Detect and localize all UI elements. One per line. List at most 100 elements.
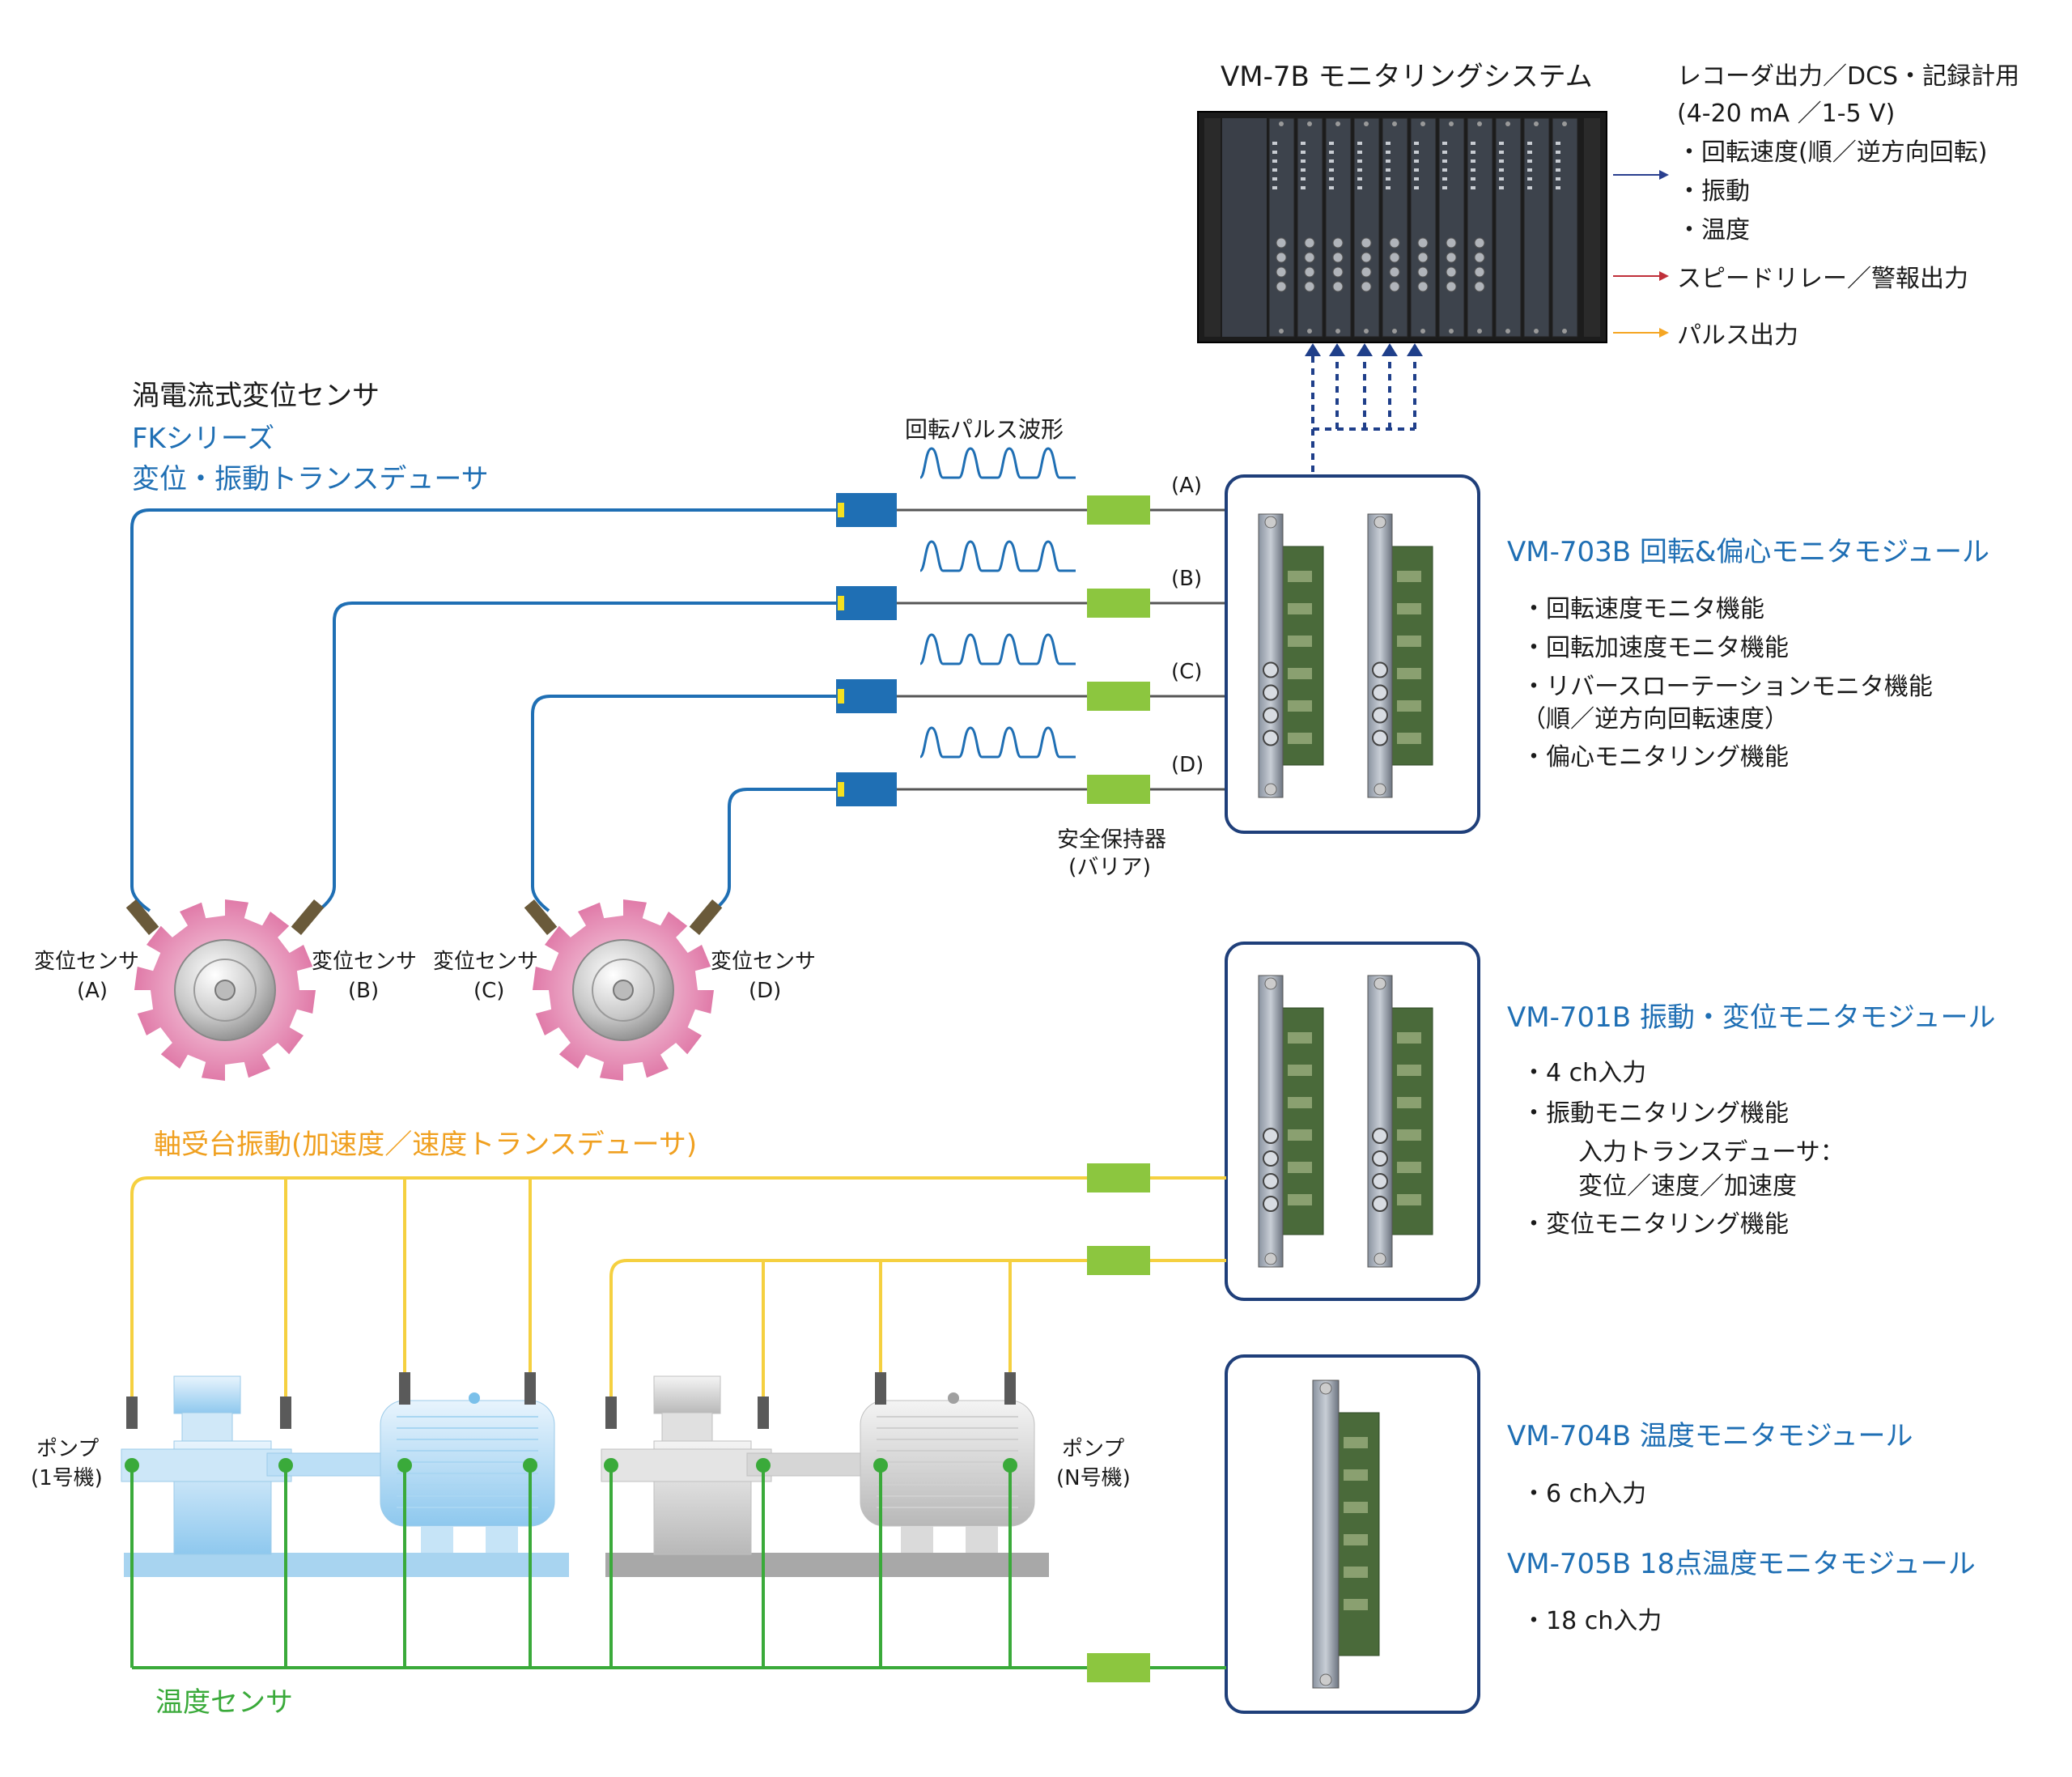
barrier-box (1087, 495, 1150, 525)
output-item-vibration: ・振動 (1677, 177, 1750, 206)
rack-slot (1410, 117, 1437, 338)
vm701b-feature-3: 入力トランスデューサ： (1578, 1138, 1845, 1167)
transducer-indicator (838, 782, 844, 797)
pump-1 (121, 1375, 569, 1577)
gear (524, 899, 723, 1081)
module-card (1367, 975, 1433, 1268)
vm704b-title: VM-704B 温度モニタモジュール (1507, 1420, 1913, 1452)
rack-signal-arrowheads (1305, 343, 1423, 356)
pump-1-number: (1号機) (31, 1466, 103, 1490)
rack-slot (1325, 117, 1352, 338)
rack-slot (1382, 117, 1408, 338)
pump-n-number: (N号機) (1056, 1466, 1131, 1490)
transducer-indicator (838, 503, 844, 517)
pump-1-motor-ribs (397, 1416, 538, 1508)
disp-sensor-c-id: (C) (473, 979, 504, 1003)
rack-slot (1268, 117, 1295, 338)
pulse-waveform (919, 726, 1076, 759)
vm701b-feature-5: ・変位モニタリング機能 (1522, 1210, 1789, 1239)
outputs-header-1: レコーダ出力／DCS・記録計用 (1677, 62, 2019, 91)
transducer-indicator (838, 689, 844, 704)
temperature-sensor-dots (125, 1458, 1017, 1473)
barrier-box (1087, 775, 1150, 804)
outputs-header-2: (4-20 mA ／1-5 V) (1677, 100, 1895, 128)
channel-label: (C) (1171, 660, 1202, 684)
gear (125, 899, 325, 1081)
rotor-ring (193, 959, 257, 1022)
channel-rows: (A) (B) (C) (D) (836, 447, 1226, 806)
displacement-probe (524, 899, 558, 935)
output-arrow-pulse (1613, 328, 1669, 338)
pump-n-name: ポンプ (1062, 1437, 1124, 1461)
displacement-probe (689, 899, 723, 935)
transducer-box (836, 772, 897, 806)
transducer-box (836, 679, 897, 713)
pulse-waveform-label: 回転パルス波形 (905, 416, 1064, 443)
vm7b-rack (1197, 111, 1607, 343)
transducer-indicator (838, 596, 844, 610)
vm703b-title: VM-703B 回転&偏心モニタモジュール (1507, 536, 1989, 568)
channel-row: (C) (836, 633, 1226, 713)
temperature-cables (130, 1465, 1226, 1669)
disp-sensor-c-name: 変位センサ (433, 950, 538, 974)
output-item-rotation: ・回転速度(順／逆方向回転) (1677, 138, 1987, 167)
vm703b-cards (1258, 513, 1433, 798)
vm701b-feature-4: 変位／速度／加速度 (1578, 1172, 1797, 1201)
vm703b-feature-5: ・偏心モニタリング機能 (1522, 743, 1789, 772)
module-box-vm704b (1225, 1354, 1480, 1714)
transducer-box (836, 586, 897, 620)
rack-slots (1268, 117, 1578, 338)
channel-label: (B) (1171, 567, 1202, 591)
rack-slot (1495, 117, 1522, 338)
vm701b-feature-1: ・4 ch入力 (1522, 1059, 1646, 1087)
disp-sensor-b-name: 変位センサ (312, 950, 417, 974)
channel-row: (D) (836, 726, 1226, 806)
displacement-probe (125, 899, 159, 935)
vm704b-feature-1: ・6 ch入力 (1522, 1480, 1646, 1508)
vm703b-feature-4: （順／逆方向回転速度） (1522, 705, 1789, 733)
rack-slot (1297, 117, 1323, 338)
barrier-label: 安全保持器 (1057, 827, 1166, 852)
vibration-barrier-2 (1087, 1246, 1150, 1275)
temperature-barrier (1087, 1653, 1150, 1682)
barrier-box (1087, 682, 1150, 711)
pulse-output-label: パルス出力 (1677, 321, 1798, 350)
transducer-box (836, 493, 897, 527)
rack-power-panel (1222, 118, 1267, 337)
module-card (1312, 1380, 1380, 1689)
channel-label: (A) (1171, 474, 1202, 498)
module-box-vm701b (1225, 942, 1480, 1301)
disp-sensor-a-name: 変位センサ (34, 950, 139, 974)
vibration-barrier-1 (1087, 1163, 1150, 1192)
barrier-box (1087, 589, 1150, 618)
vibration-cables (130, 1176, 1226, 1397)
rack-slot (1552, 117, 1578, 338)
module-card (1258, 513, 1324, 798)
rotor-ring (592, 959, 655, 1022)
rotor-hub (613, 980, 634, 1001)
channel-label: (D) (1171, 753, 1204, 777)
rack-signal-lines (1311, 355, 1416, 472)
module-box-vm703b (1225, 474, 1480, 834)
vm705b-feature-1: ・18 ch入力 (1522, 1607, 1662, 1635)
pulse-waveform (919, 540, 1076, 572)
output-arrow-analog (1613, 170, 1669, 180)
eddy-sensor-label: 渦電流式変位センサ (132, 380, 380, 412)
pump-1-name: ポンプ (36, 1437, 99, 1461)
rack-slot (1467, 117, 1493, 338)
transducer-label: 変位・振動トランスデューサ (132, 463, 489, 495)
vm701b-cards (1258, 975, 1433, 1268)
temperature-sensor-label: 温度センサ (155, 1686, 293, 1719)
module-card (1367, 513, 1433, 798)
vm703b-feature-1: ・回転速度モニタ機能 (1522, 595, 1764, 623)
disp-sensor-b-id: (B) (348, 979, 379, 1003)
module-card (1258, 975, 1324, 1268)
disp-sensor-d-name: 変位センサ (711, 950, 816, 974)
vm703b-feature-2: ・回転加速度モニタ機能 (1522, 634, 1789, 662)
vibration-sensors (126, 1372, 1016, 1429)
output-arrow-relay (1613, 271, 1669, 281)
bearing-vibration-label: 軸受台振動(加速度／速度トランスデューサ) (154, 1129, 697, 1161)
barrier-sublabel: (バリア) (1068, 855, 1151, 880)
disp-sensor-a-id: (A) (77, 979, 108, 1003)
